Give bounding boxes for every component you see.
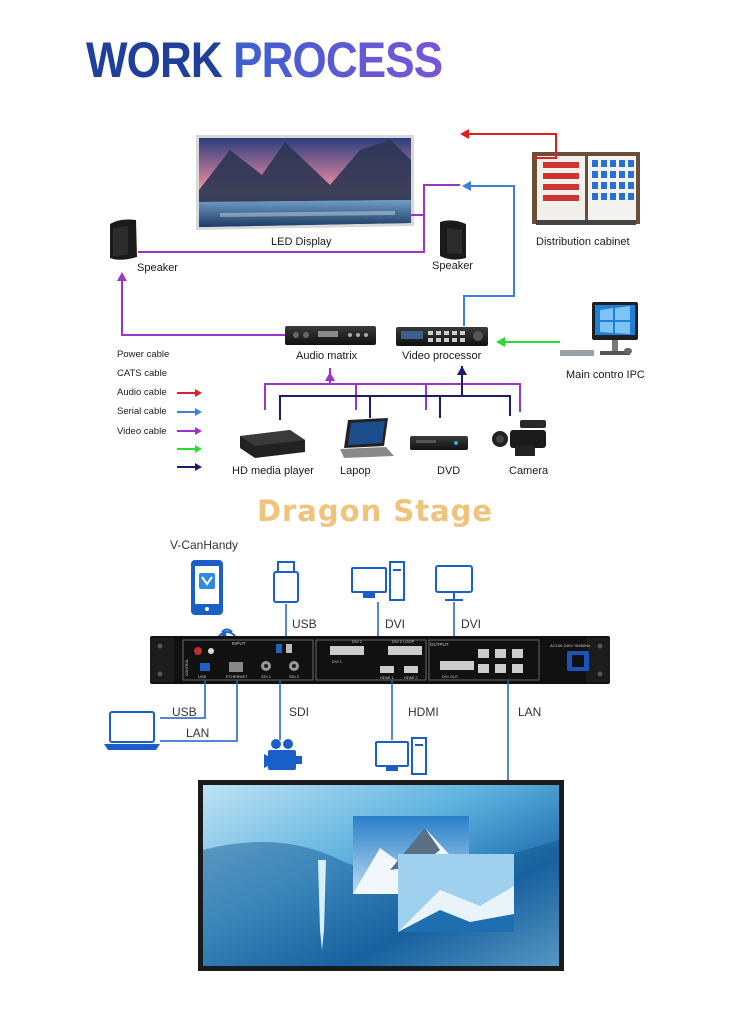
hd-media-player-image <box>240 430 305 458</box>
page-title: WORK PROCESS <box>86 30 443 90</box>
serial-cable-line <box>496 337 560 347</box>
camera-label: Camera <box>509 465 549 477</box>
panel-usb-label: USB <box>198 674 207 679</box>
panel-power-spec: AC100-240V~50/60Hz <box>550 643 590 648</box>
dvd-player-image <box>410 436 468 450</box>
connection-lines-bottom <box>160 680 509 780</box>
legend-item-audio: Audio cable <box>117 387 167 398</box>
lan-left-label: LAN <box>186 726 210 740</box>
cats-cable-line <box>462 181 515 326</box>
pc-icon-hdmi <box>375 737 427 775</box>
power-cable-line <box>460 129 557 159</box>
speaker-left-label: Speaker <box>137 262 178 274</box>
sdi-label: SDI <box>289 705 310 719</box>
speaker-left-image <box>110 219 137 260</box>
speaker-right-label: Speaker <box>432 260 473 272</box>
audio-matrix-label: Audio matrix <box>296 350 358 362</box>
camera-image <box>492 420 546 456</box>
legend-swatches <box>177 389 202 471</box>
panel-output-tag: OUTPUT <box>430 642 449 647</box>
lan-right-label: LAN <box>518 705 542 719</box>
usb-bottom-label: USB <box>172 705 197 719</box>
app-label: V-CanHandy <box>170 538 239 552</box>
monitor-icon-dvi-right <box>435 565 473 601</box>
hdmi-label: HDMI <box>408 705 439 719</box>
legend-item-serial: Serial cable <box>117 406 167 417</box>
panel-ethernet-label: ETHERNET <box>226 674 248 679</box>
panel-hdmi2-label: HDMI 2 <box>404 675 418 680</box>
main-control-ipc-label: Main contro IPC <box>566 369 645 381</box>
brand-watermark: Dragon Stage <box>256 494 494 528</box>
panel-input-tag: INPUT <box>232 641 246 646</box>
title-word-2: PROCESS <box>233 32 443 88</box>
audio-cable-lines <box>117 184 521 412</box>
panel-dvi1-label: DVI 1 <box>332 659 343 664</box>
video-processor-label: Video processor <box>402 350 482 362</box>
hd-media-player-label: HD media player <box>232 465 314 477</box>
camera-icon <box>264 739 302 770</box>
audio-matrix-image <box>285 326 376 345</box>
speaker-right-image <box>440 220 466 260</box>
video-processor-image <box>396 327 488 346</box>
laptop-label: Lapop <box>340 465 371 477</box>
panel-dvi-loop-label: DVI 2 LOOP <box>392 639 415 644</box>
usb-drive-icon <box>273 561 299 603</box>
dvi-right-label: DVI <box>461 617 482 631</box>
title-word-1: WORK <box>86 32 223 88</box>
panel-sdi1-label: SDI 1 <box>261 674 272 679</box>
legend-item-power: Power cable <box>117 349 170 360</box>
usb-top-label: USB <box>292 617 317 631</box>
panel-sdi2-label: SDI 2 <box>289 674 300 679</box>
distribution-cabinet-image <box>532 152 640 225</box>
pc-icon-dvi-left <box>351 561 405 601</box>
legend-item-cats: CATS cable <box>117 368 167 379</box>
panel-dvi-out-label: DVI OUT <box>442 674 459 679</box>
system-diagram-graphics <box>110 129 640 471</box>
legend-item-video: Video cable <box>117 426 167 437</box>
phone-app-icon <box>191 560 223 615</box>
video-cable-lines <box>279 366 511 420</box>
led-screen-image <box>198 780 564 971</box>
dvi-left-label: DVI <box>385 617 406 631</box>
wifi-icon <box>218 628 236 638</box>
led-display-image <box>196 135 414 230</box>
dvd-label: DVD <box>437 465 461 477</box>
led-display-label: LED Display <box>271 236 332 248</box>
video-processor-device <box>150 636 610 684</box>
panel-dvi2-label: DVI 2 <box>352 639 363 644</box>
main-control-ipc-image <box>560 302 638 356</box>
laptop-image <box>340 418 394 458</box>
distribution-cabinet-label: Distribution cabinet <box>536 236 630 248</box>
connection-diagram-graphics: INPUT OUTPUT AC100-240V~50/60Hz DVI 1 DV… <box>104 560 610 971</box>
panel-hdmi1-label: HDMI 1 <box>380 675 394 680</box>
panel-control-label: CONTROL <box>185 659 189 676</box>
laptop-icon <box>104 711 160 750</box>
